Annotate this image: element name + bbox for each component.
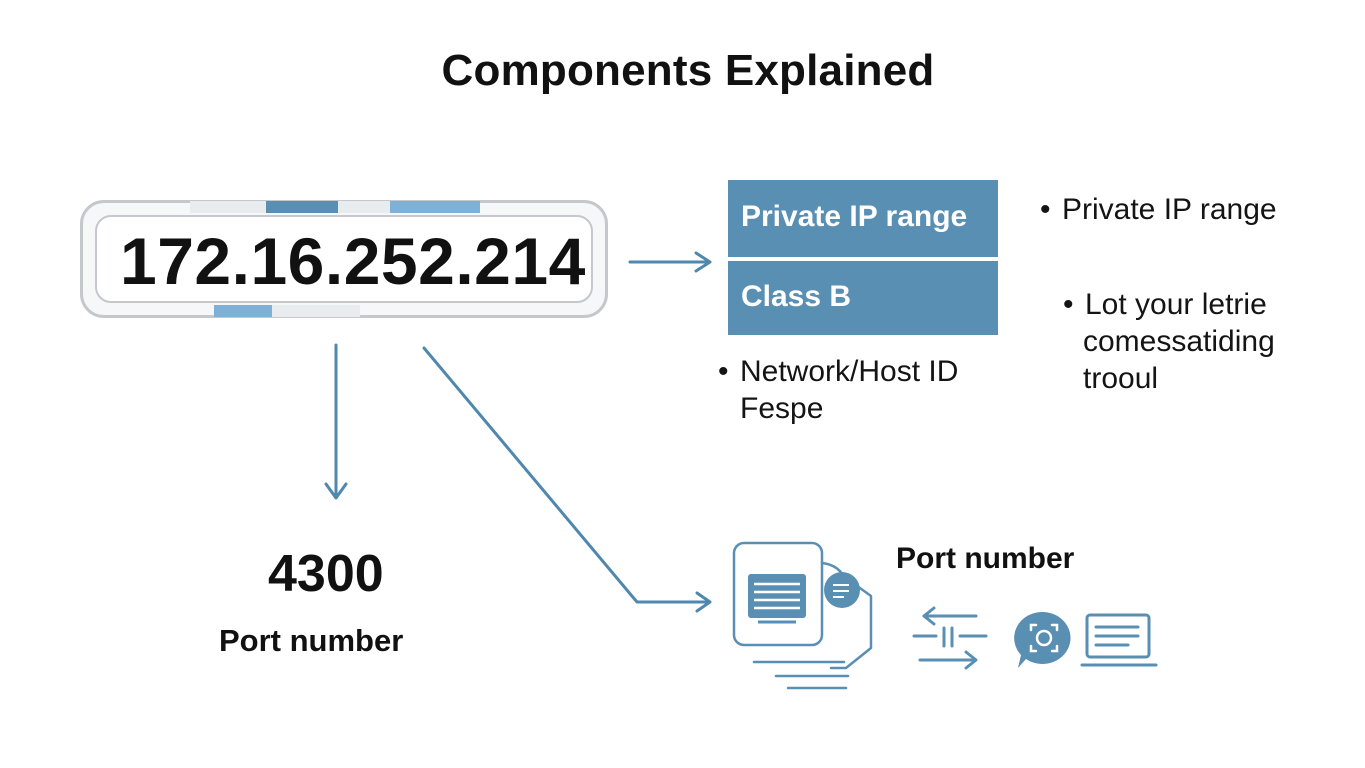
port-number-label: Port number <box>219 623 404 658</box>
arrow-to-devices <box>422 346 710 604</box>
bullet-private-ip: • Private IP range <box>1040 191 1277 228</box>
device-section-label: Port number <box>896 542 1075 575</box>
ip-address-text: 172.16.252.214 <box>120 224 586 298</box>
card-label: Private IP range <box>741 200 968 233</box>
page-title: Components Explained <box>441 46 935 95</box>
ip-segment-marker <box>190 201 266 213</box>
transfer-arrows-icon <box>912 606 988 670</box>
bullet-lot: • Lot your letrie comessatiding trooul <box>1063 286 1275 397</box>
card-class-b: Class B <box>728 261 998 335</box>
bullet-text: Network/Host ID <box>740 355 959 388</box>
bullet-text: trooul <box>1083 362 1159 395</box>
arrow-to-devices-head <box>695 591 712 613</box>
arrow-to-cards-head <box>694 251 712 273</box>
chat-search-icon <box>1014 611 1071 668</box>
card-label: Class B <box>741 280 852 313</box>
bullet-text: comessatiding <box>1083 325 1275 358</box>
ip-address-inner-frame <box>95 215 593 303</box>
ip-segment-marker <box>338 201 390 213</box>
bullet-text: Lot your letrie <box>1085 288 1267 321</box>
document-stack-icon <box>732 541 873 690</box>
bullet-dot-icon: • <box>1063 288 1074 321</box>
bullet-dot-icon: • <box>718 355 729 388</box>
ip-segment-marker <box>266 201 338 213</box>
bullet-network-host: • Network/Host ID Fespe <box>718 353 958 427</box>
bullet-text: Private IP range <box>1062 193 1277 226</box>
port-number-value: 4300 <box>268 545 384 603</box>
ip-address-box <box>80 200 608 318</box>
laptop-icon <box>1080 613 1158 667</box>
card-private-ip-range: Private IP range <box>728 180 998 257</box>
bullet-dot-icon: • <box>1040 193 1051 226</box>
bullet-text: Fespe <box>740 392 824 425</box>
arrow-to-port-head <box>324 482 348 500</box>
ip-segment-marker <box>272 305 360 317</box>
ip-segment-marker <box>214 305 272 317</box>
ip-segment-marker <box>390 201 480 213</box>
